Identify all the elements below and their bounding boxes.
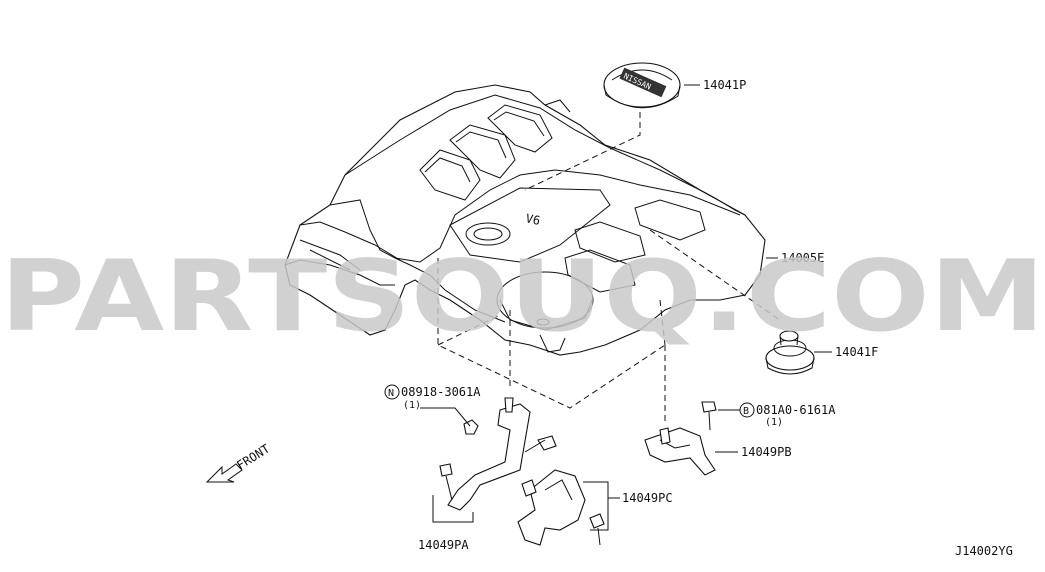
grommet[interactable] (765, 330, 815, 375)
oil-filler-cap[interactable]: NISSAN (603, 62, 681, 109)
engine-badge: V6 (524, 211, 541, 228)
callout-14041P: 14041P (703, 78, 746, 92)
callout-14049PA: 14049PA (418, 538, 469, 552)
nut-quantity: (1) (403, 400, 421, 411)
callout-14049PC: 14049PC (622, 491, 673, 505)
bolt-081A0-6161A[interactable]: B 081A0-6161A (1) (701, 401, 836, 431)
watermark: PARTSOUQ.COM (0, 240, 1045, 354)
bolt-quantity: (1) (765, 417, 783, 428)
bracket-14049PB[interactable] (644, 427, 716, 476)
front-label: FRONT (234, 442, 272, 473)
nut-part-number: 08918-3061A (401, 385, 481, 399)
engine-cover[interactable]: V6 (284, 84, 766, 356)
callout-14005E: 14005E (781, 251, 824, 265)
callout-14049PB: 14049PB (741, 445, 792, 459)
front-direction-indicator: FRONT (205, 442, 272, 483)
nut-08918-3061A[interactable]: N 08918-3061A (1) (384, 384, 481, 435)
callout-14041F: 14041F (835, 345, 878, 359)
bolt-part-number: 081A0-6161A (756, 403, 836, 417)
diagram-code: J14002YG (955, 544, 1013, 558)
nut-symbol: N (388, 388, 394, 399)
bracket-14049PA[interactable] (439, 397, 557, 511)
bracket-14049PC[interactable] (517, 469, 605, 546)
bolt-symbol: B (743, 406, 749, 417)
